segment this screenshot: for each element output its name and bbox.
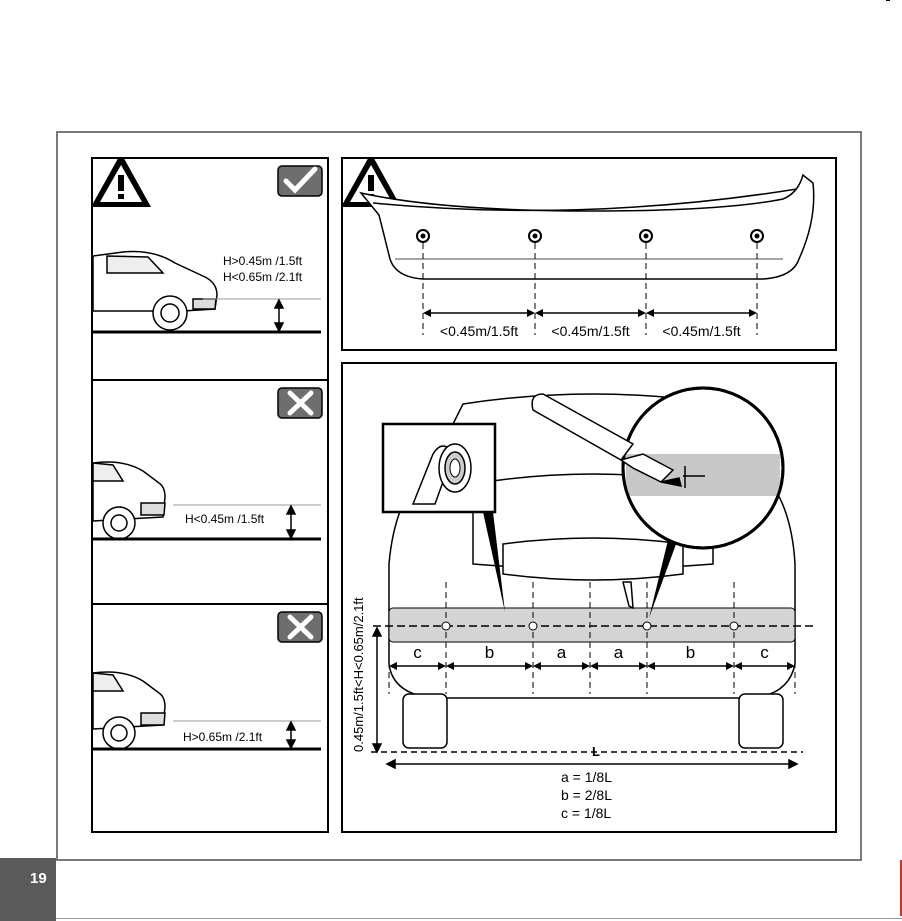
sensor-placement-panel: c b a a b c 0.45m/1.5ft<H<0.65m/2.1ft L a = 1… — [341, 362, 837, 833]
height-panel-too-low: H<0.45m /1.5ft — [91, 379, 329, 605]
segment-label: a — [614, 643, 624, 662]
height-label-max: H<0.65m /2.1ft — [223, 270, 303, 284]
page-number: 19 — [0, 858, 56, 921]
spacing-label: <0.45m/1.5ft — [440, 323, 518, 339]
cross-icon — [278, 612, 322, 642]
length-label: L — [592, 744, 600, 759]
height-panel-correct-drawing: H>0.45m /1.5ft H<0.65m /2.1ft — [93, 159, 327, 379]
height-panel-too-low-drawing: H<0.45m /1.5ft — [93, 381, 327, 603]
height-arrow — [287, 506, 295, 538]
spacing-label: <0.45m/1.5ft — [662, 323, 740, 339]
formula-b: b = 2/8L — [561, 787, 612, 803]
segment-label: a — [557, 643, 567, 662]
height-label: H>0.65m /2.1ft — [183, 730, 263, 744]
figure-frame: H>0.45m /1.5ft H<0.65m /2.1ft — [56, 131, 862, 861]
spacing-dimensions: <0.45m/1.5ft <0.45m/1.5ft <0.45m/1.5ft — [423, 309, 757, 339]
height-panel-correct: H>0.45m /1.5ft H<0.65m /2.1ft — [91, 157, 329, 381]
segment-label: b — [485, 643, 494, 662]
height-arrow — [287, 722, 295, 748]
car-side-icon — [93, 251, 217, 330]
sensor-mark — [643, 622, 651, 630]
warning-icon — [93, 159, 151, 207]
corner-mark — [886, 0, 890, 1]
segment-label: c — [413, 643, 422, 662]
sensor-placement-drawing: c b a a b c 0.45m/1.5ft<H<0.65m/2.1ft L a = 1… — [343, 364, 835, 831]
length-dimension — [387, 760, 797, 768]
height-panel-too-high-drawing: H>0.65m /2.1ft — [93, 605, 327, 831]
bottom-rule — [56, 918, 902, 919]
segment-label: b — [686, 643, 695, 662]
spacing-label: <0.45m/1.5ft — [551, 323, 629, 339]
sensor-mark — [442, 622, 450, 630]
height-panel-too-high: H>0.65m /2.1ft — [91, 603, 329, 833]
rear-bumper — [361, 175, 814, 279]
height-label-min: H>0.45m /1.5ft — [223, 254, 303, 268]
height-arrow — [275, 300, 283, 331]
sensor-spacing-drawing: <0.45m/1.5ft <0.45m/1.5ft <0.45m/1.5ft — [343, 159, 835, 349]
sensor-mark — [730, 622, 738, 630]
formula-c: c = 1/8L — [561, 805, 611, 821]
check-icon — [278, 166, 322, 196]
cross-icon — [278, 388, 322, 418]
vertical-height-label: 0.45m/1.5ft<H<0.65m/2.1ft — [351, 597, 366, 752]
sensor-spacing-panel: <0.45m/1.5ft <0.45m/1.5ft <0.45m/1.5ft — [341, 157, 837, 351]
height-label: H<0.45m /1.5ft — [185, 512, 265, 526]
formula-a: a = 1/8L — [561, 769, 612, 785]
sensor-mark — [529, 622, 537, 630]
segment-label: c — [760, 643, 769, 662]
car-side-icon — [93, 462, 165, 539]
car-side-icon — [93, 672, 165, 749]
